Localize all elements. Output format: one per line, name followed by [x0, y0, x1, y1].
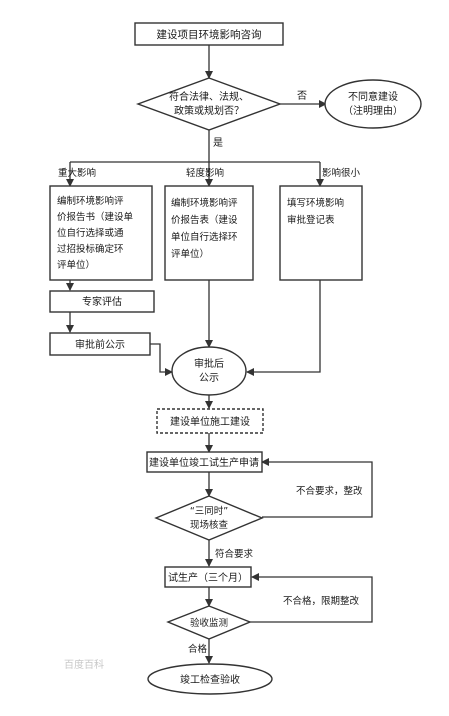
node-final-acceptance-label: 竣工检查验收: [180, 673, 240, 686]
arrow-check-rectify-loop: [261, 458, 373, 518]
node-post-approval: 审批后 公示: [171, 346, 247, 396]
edge-labels: 否 是 重大影响 轻度影响 影响很小 不合要求，整改 符合要求 不合格，限期整改…: [58, 90, 363, 655]
node-major-line-3: 位自行选择或通: [57, 227, 124, 239]
node-major-line-5: 评单位）: [57, 259, 95, 271]
node-construction-label: 建设单位施工建设: [170, 415, 250, 428]
node-minor-form: 填写环境影响 审批登记表: [279, 185, 363, 281]
node-major-line-4: 过招投标确定环: [57, 243, 124, 255]
node-light-line-4: 评单位）: [171, 248, 209, 260]
watermark: 百度百科: [64, 658, 104, 671]
node-minor-line-2: 审批登记表: [287, 214, 335, 226]
node-trial-application: 建设单位竣工试生产申请: [146, 451, 263, 473]
edge-label-meets-requirements: 符合要求: [215, 548, 254, 560]
node-major-line-2: 价报告书（建设单: [57, 211, 134, 223]
node-trial-production-label: 试生产（三个月）: [168, 571, 248, 584]
node-post-approval-line-1: 审批后: [194, 357, 224, 370]
edge-label-fail-limited-rectify: 不合格，限期整改: [283, 595, 360, 607]
node-final-acceptance: 竣工检查验收: [147, 663, 273, 695]
node-reject-line-1: 不同意建设: [348, 90, 398, 103]
node-major-line-1: 编制环境影响评: [57, 195, 124, 207]
node-pre-approval-notice-label: 审批前公示: [75, 338, 125, 351]
watermark-text: 百度百科: [64, 658, 104, 671]
node-minor-line-1: 填写环境影响: [287, 197, 344, 209]
node-three-same-line-1: “三同时”: [190, 505, 228, 517]
edge-label-light-impact: 轻度影响: [186, 167, 224, 179]
edge-label-qualified: 合格: [188, 643, 208, 655]
node-three-same-check: “三同时” 现场核查: [154, 495, 264, 541]
arrow-monitoring-rectify-loop: [250, 573, 373, 623]
node-light-line-2: 价报告表（建设: [171, 214, 238, 226]
node-acceptance-monitoring: 验收监测: [166, 605, 252, 640]
node-post-approval-line-2: 公示: [199, 373, 219, 384]
arrow-minor-to-post: [246, 280, 321, 376]
arrow-notice-to-post: [150, 343, 173, 376]
node-light-report: 编制环境影响评 价报告表（建设 单位自行选择环 评单位）: [164, 185, 254, 281]
edge-label-fail-rectify: 不合要求，整改: [296, 485, 363, 497]
node-consult: 建设项目环境影响咨询: [134, 22, 284, 46]
node-acceptance-monitoring-label: 验收监测: [190, 617, 228, 629]
edge-label-yes: 是: [213, 137, 223, 149]
node-reject: 不同意建设 （注明理由）: [324, 79, 422, 129]
node-decision-law: 符合法律、法规、 政策或规划否？: [135, 77, 283, 131]
node-light-line-3: 单位自行选择环: [171, 231, 238, 243]
node-expert-review-label: 专家评估: [82, 295, 122, 308]
node-construction: 建设单位施工建设: [156, 408, 264, 434]
node-trial-application-label: 建设单位竣工试生产申请: [149, 456, 259, 469]
node-reject-line-2: （注明理由）: [343, 104, 403, 117]
edge-label-no: 否: [297, 90, 307, 102]
node-decision-law-line-2: 政策或规划否？: [174, 104, 244, 117]
node-trial-production: 试生产（三个月）: [164, 566, 252, 588]
edge-label-minor-impact: 影响很小: [322, 167, 361, 179]
edge-label-major-impact: 重大影响: [58, 167, 96, 179]
node-expert-review: 专家评估: [49, 290, 155, 313]
connectors: [66, 45, 373, 664]
node-light-line-1: 编制环境影响评: [171, 197, 238, 209]
node-consult-label: 建设项目环境影响咨询: [157, 28, 262, 41]
node-major-report: 编制环境影响评 价报告书（建设单 位自行选择或通 过招投标确定环 评单位）: [49, 185, 153, 281]
node-three-same-line-2: 现场核查: [190, 519, 229, 531]
node-pre-approval-notice: 审批前公示: [49, 332, 151, 356]
node-decision-law-line-1: 符合法律、法规、: [169, 90, 249, 103]
